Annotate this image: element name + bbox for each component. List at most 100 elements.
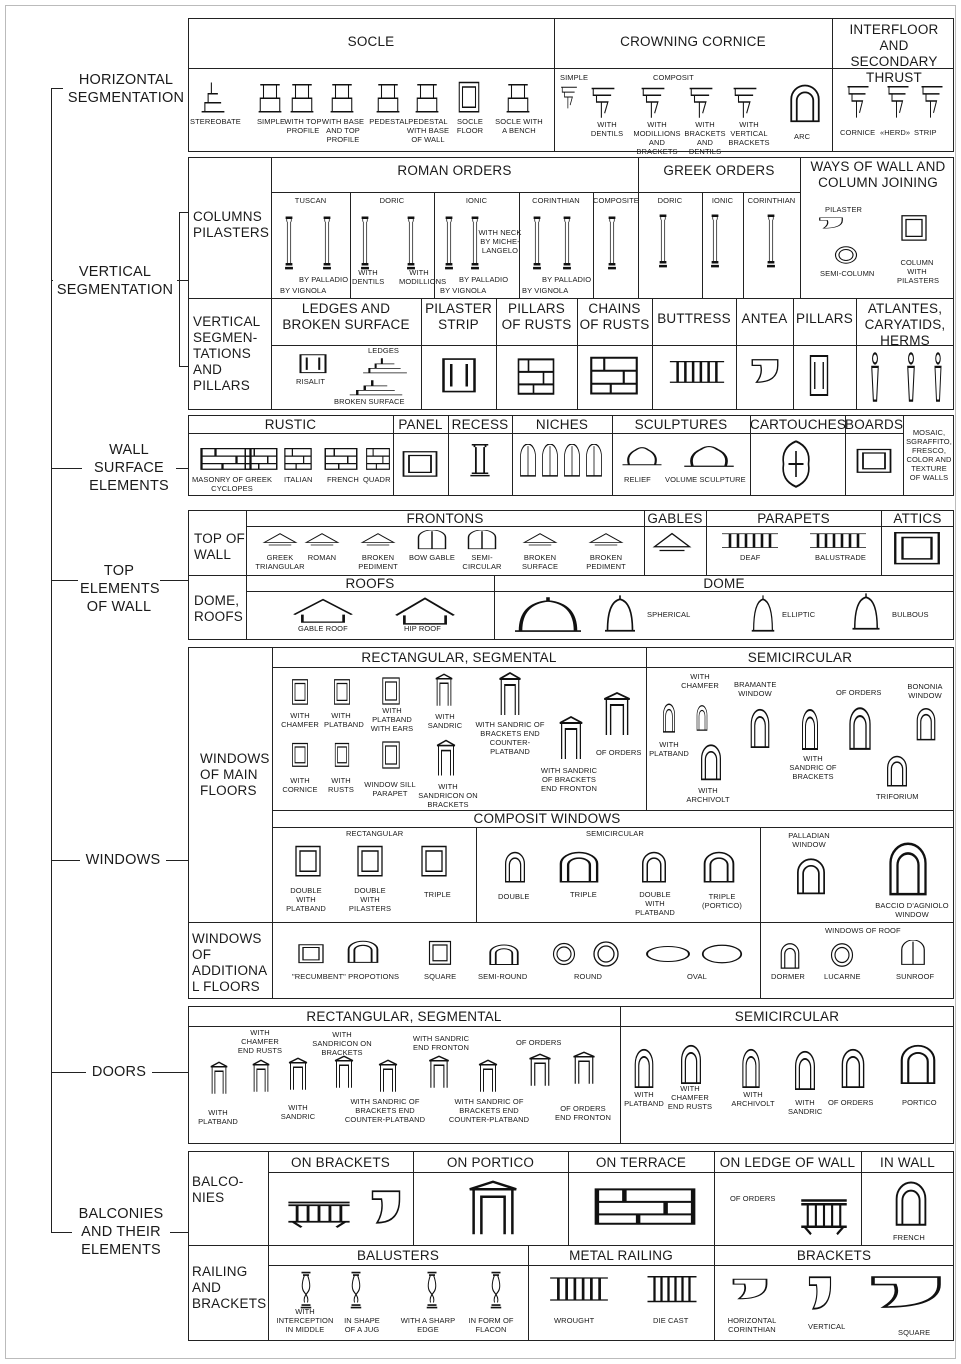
interfloor-label: CORNICE: [840, 128, 876, 137]
order-title: IONIC: [465, 196, 488, 205]
gable-icon: [652, 532, 692, 552]
attic-icon: [894, 531, 940, 565]
window-icon: [499, 671, 521, 715]
horizontal-panel: [188, 18, 954, 152]
column-icon: [445, 216, 453, 270]
order-caption: WITH MODILLIONS: [399, 268, 447, 286]
window-caption: DORMER: [771, 972, 805, 981]
window-icon: [298, 944, 324, 964]
fronton-icon: [417, 530, 447, 550]
door-caption: WITH SANDRIC END FRONTON: [412, 1034, 470, 1052]
door-caption: WITH ARCHIVOLT: [731, 1090, 775, 1108]
risalit-icon: [299, 354, 327, 374]
label-windows-additional: WINDOWS OF ADDITIONAL FLOORS: [192, 931, 268, 994]
header-in-wall: IN WALL: [880, 1155, 935, 1170]
header-balusters: BALUSTERS: [356, 1248, 440, 1263]
window-caption: SEMI-ROUND: [478, 972, 528, 981]
window-icon: [701, 944, 743, 964]
balcony-in-wall-icon: [895, 1181, 927, 1226]
fronton-caption: BOW GABLE: [409, 553, 455, 562]
railing-caption: DIE CAST: [653, 1316, 689, 1325]
dome-icon: [515, 597, 581, 632]
dormer-icon: [780, 943, 800, 969]
door-icon: [288, 1057, 308, 1090]
window-icon: [292, 742, 308, 767]
window-icon: [436, 739, 456, 776]
window-caption: PALLADIAN WINDOW: [788, 831, 830, 849]
window-icon: [292, 679, 308, 705]
category-wall-surface-elements: WALL SURFACE ELEMENTS: [82, 441, 176, 495]
window-caption: LUCARNE: [824, 972, 861, 981]
header-on-terrace: ON TERRACE: [595, 1155, 687, 1170]
subheader-ledges: LEDGES AND BROKEN SURFACE: [282, 301, 410, 332]
window-caption: DOUBLE WITH PILASTERS: [348, 886, 392, 913]
antea-icon: [751, 359, 779, 383]
window-caption: DOUBLE WITH PLATBAND: [635, 890, 675, 917]
composit-window-icon: [559, 851, 599, 883]
bracket-caption: HORIZONTAL CORINTHIAN: [727, 1316, 777, 1334]
window-caption: WITH SANDRIC OF BRACKETS: [789, 754, 837, 781]
header-attics: ATTICS: [893, 511, 942, 526]
window-caption: SQUARE: [424, 972, 457, 981]
column-icon: [767, 214, 775, 268]
header-frontons: FRONTONS: [406, 511, 484, 526]
roof-caption: GABLE ROOF: [298, 624, 348, 633]
window-icon: [750, 708, 770, 749]
window-caption: WITH PLATBAND WITH EARS: [370, 706, 414, 733]
baluster-icon: [300, 1271, 312, 1309]
window-icon: [334, 679, 350, 705]
board-icon: [856, 448, 892, 473]
bracket-vertical-icon: [808, 1276, 832, 1310]
window-caption: WITH SANDRIC: [427, 712, 463, 730]
header-composit-windows: COMPOSIT WINDOWS: [473, 811, 621, 826]
rustic-caption: MASONRY OF GREEK CYCLOPES: [191, 475, 273, 493]
tree-trunk: [51, 88, 52, 1232]
window-caption: WITH CORNICE: [282, 776, 318, 794]
semi-column-icon: [834, 246, 858, 264]
order-title: IONIC: [711, 196, 734, 205]
door-icon: [529, 1053, 551, 1086]
fronton-icon: [360, 533, 396, 546]
balconies-panel: [188, 1151, 954, 1341]
order-caption: COLUMN WITH PILASTERS: [897, 258, 940, 285]
door-icon: [900, 1044, 936, 1085]
window-icon: [559, 715, 583, 759]
socle-icon: [506, 84, 530, 113]
window-caption: BACCIO D'AGNIOLO WINDOW: [875, 901, 949, 919]
category-windows: WINDOWS: [80, 851, 166, 869]
pilaster-plan-icon: [819, 217, 843, 229]
header-parapets: PARAPETS: [757, 511, 830, 526]
composit-window-icon: [295, 845, 321, 877]
order-title: DORIC: [379, 196, 405, 205]
palladian-window-icon: [797, 858, 825, 895]
elliptic-dome-icon: [751, 595, 775, 632]
door-caption: WITH SANDRIC: [788, 1098, 823, 1116]
dome-caption: ELLIPTIC: [782, 610, 816, 619]
spherical-dome-icon: [605, 595, 635, 632]
window-icon: [428, 940, 452, 965]
window-caption: WITH PLATBAND: [324, 711, 364, 729]
subheader-pillars: PILLARS: [796, 311, 853, 326]
niche-icon: [564, 444, 580, 477]
rustic-icon: [284, 448, 312, 470]
order-title: DORIC: [657, 196, 683, 205]
window-caption: WINDOWS OF ROOF: [825, 926, 901, 935]
balcony-terrace-icon: [594, 1188, 696, 1225]
window-icon: [916, 708, 936, 741]
subheader-pilaster-strip: PILASTER STRIP: [425, 301, 492, 332]
socle-label: SOCLE FLOOR: [456, 117, 484, 135]
cornice-label: WITH DENTILS: [590, 120, 624, 138]
dome-caption: SPHERICAL: [647, 610, 691, 619]
order-caption: BY VIGNOLA: [280, 286, 327, 295]
subheader-panel: PANEL: [398, 417, 443, 432]
door-icon: [795, 1050, 815, 1091]
order-caption: BY PALLADIO: [459, 275, 509, 284]
door-caption: WITH SANDRIC OF BRACKETS END COUNTER-PLA…: [344, 1097, 426, 1124]
socle-label: WITH TOP PROFILE: [284, 117, 322, 135]
balcony-ledge-icon: [801, 1199, 847, 1236]
cornice-icon: [689, 87, 713, 118]
chains-rusts-icon: [590, 356, 638, 395]
window-caption: WITH SANDRIC OF BRACKETS END COUNTER-PLA…: [475, 720, 545, 756]
balcony-portico-icon: [469, 1180, 517, 1235]
fronton-icon: [262, 533, 298, 546]
